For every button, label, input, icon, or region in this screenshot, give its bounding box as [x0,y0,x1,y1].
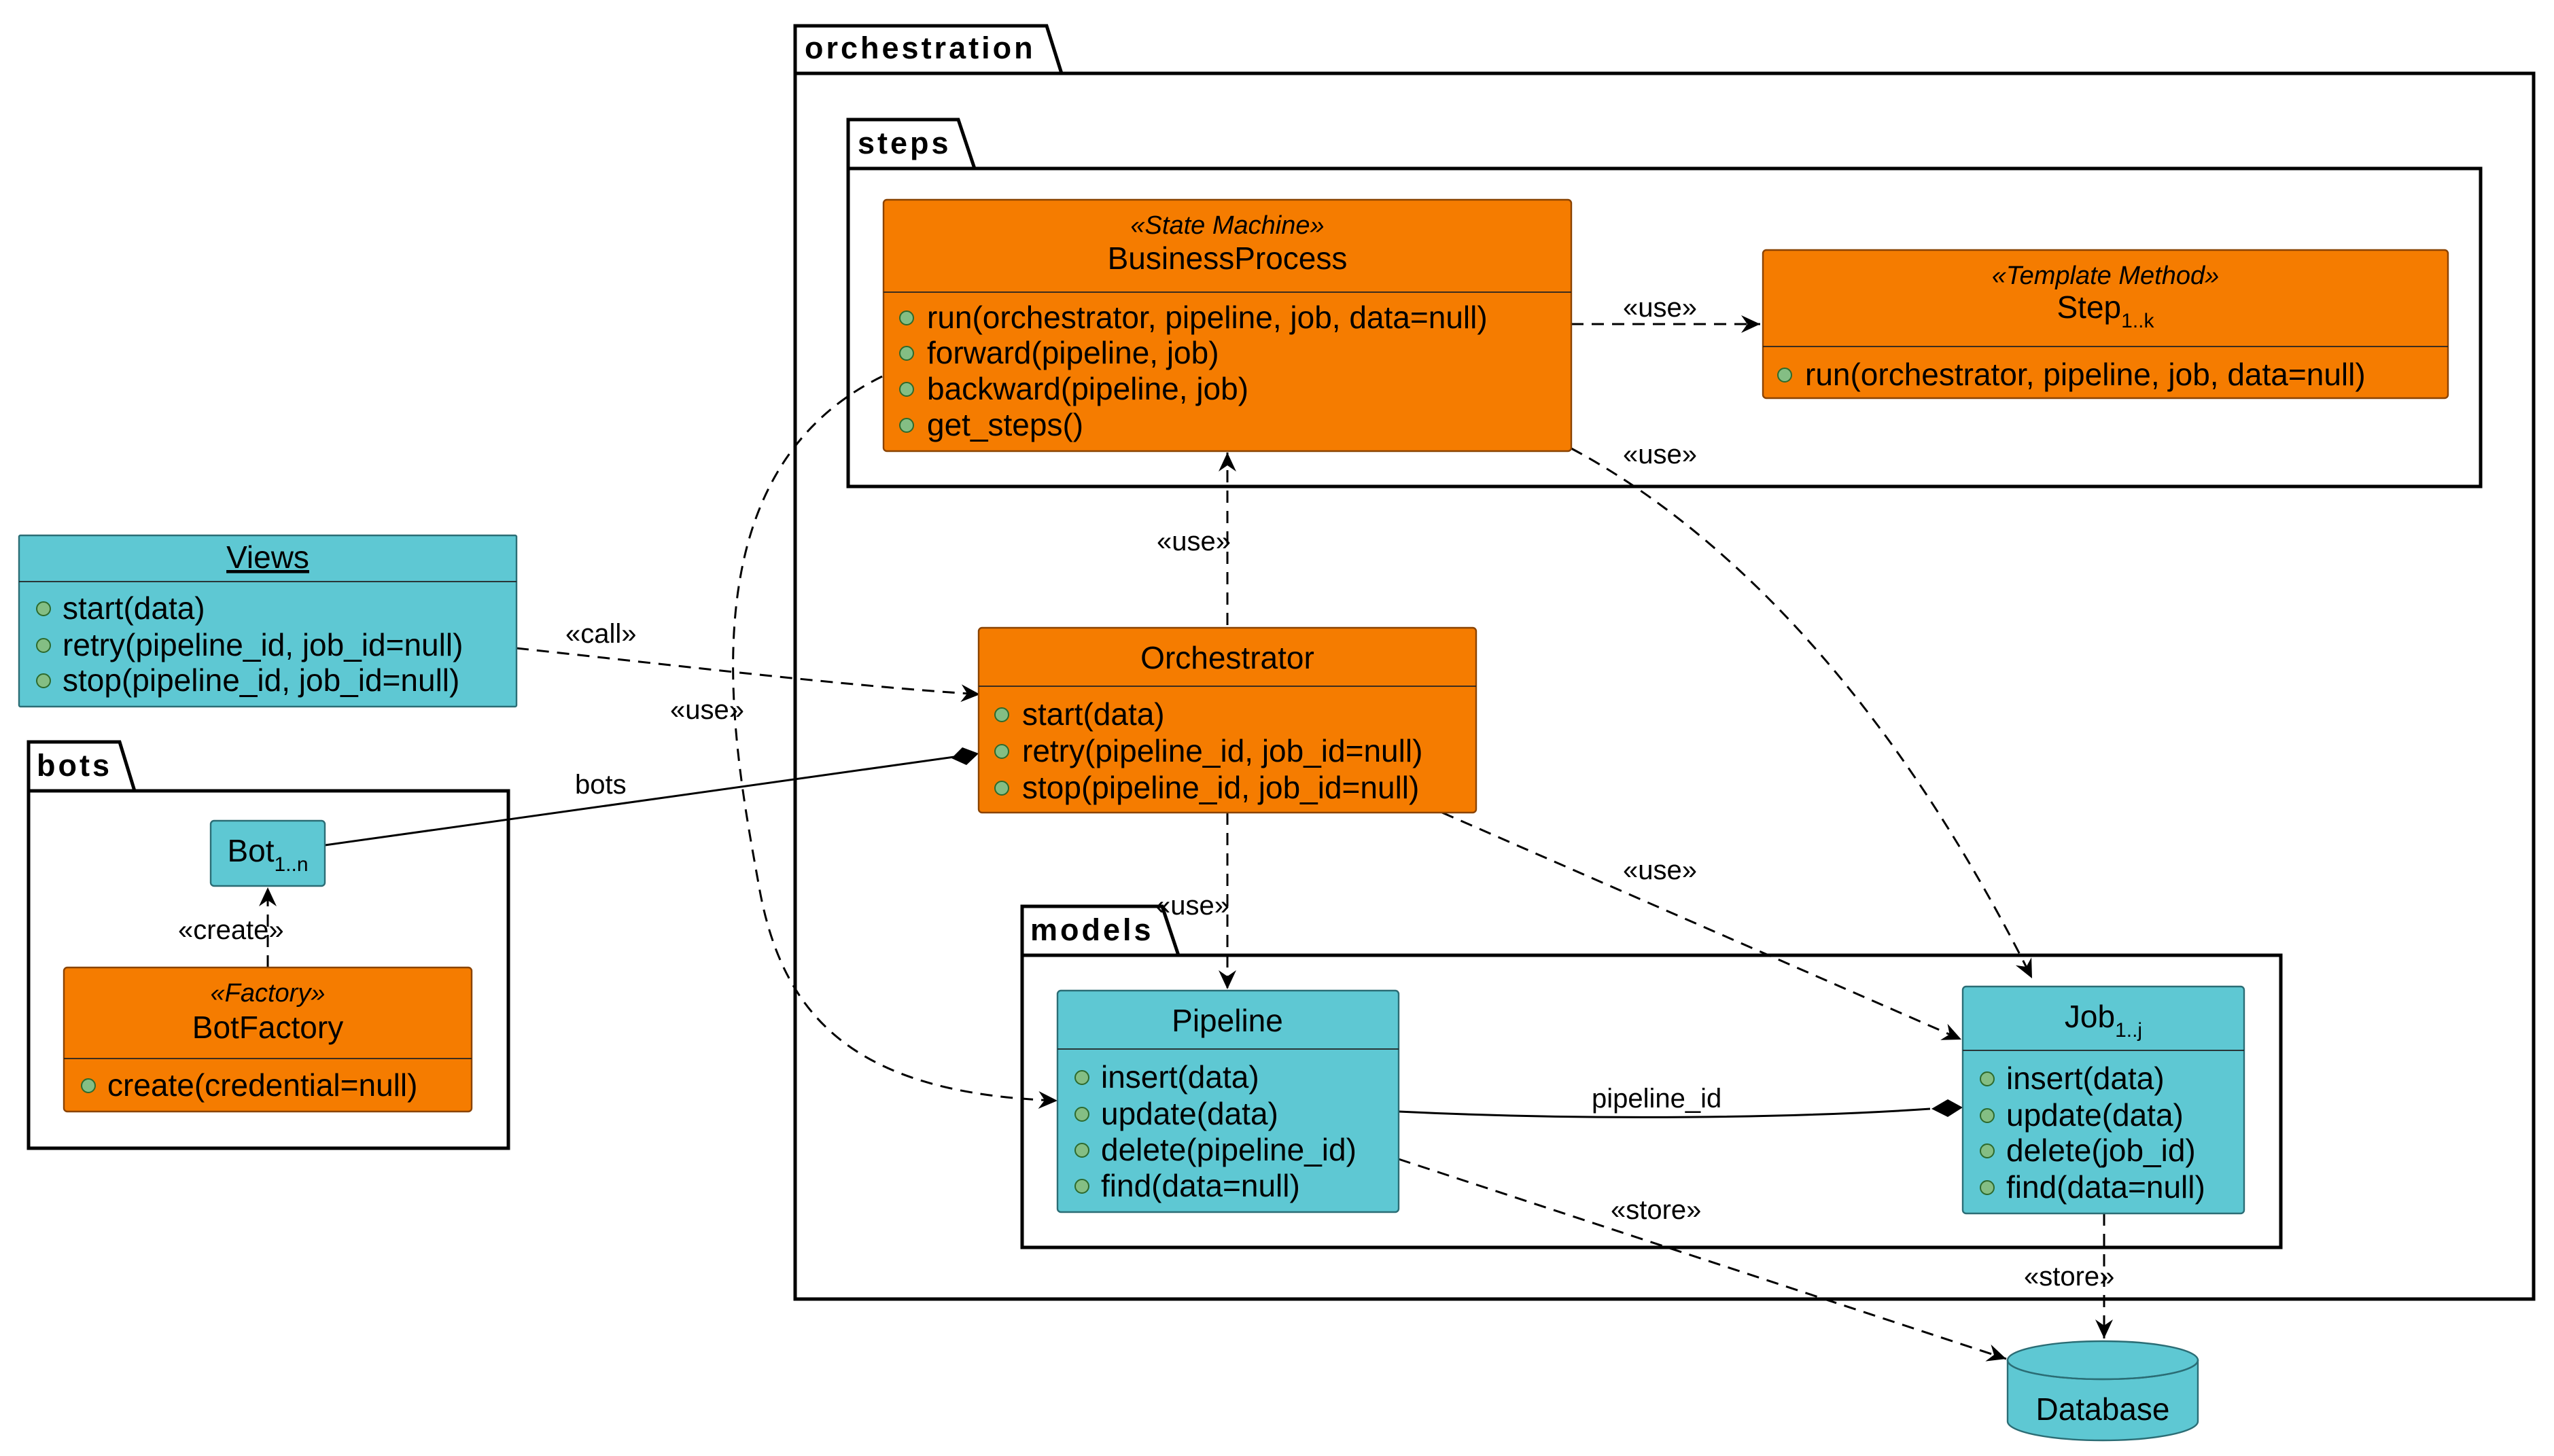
business-process-member: backward(pipeline, job) [927,371,1248,406]
edge-labels: «use» «use» «use» «call» «use» bots «cre… [178,293,2114,1292]
pipeline-member: insert(data) [1101,1059,1259,1095]
bot-factory-member: create(credential=null) [107,1067,417,1103]
public-method-icon [994,707,1009,722]
package-steps-label: steps [858,126,951,160]
public-method-icon [1777,368,1792,383]
public-method-icon [1074,1179,1089,1194]
class-bot[interactable]: Bot1..n [209,819,326,887]
package-models-label: models [1030,912,1154,947]
step-member: run(orchestrator, pipeline, job, data=nu… [1805,357,2366,392]
public-method-icon [1980,1071,1995,1086]
public-method-icon [899,310,914,325]
business-process-member: forward(pipeline, job) [927,335,1219,370]
public-method-icon [1074,1107,1089,1122]
database[interactable]: Database [2006,1340,2199,1442]
public-method-icon [1980,1143,1995,1158]
database-name: Database [2036,1391,2170,1427]
label-pipeline-job: pipeline_id [1592,1084,1721,1114]
views-name: Views [226,539,309,575]
composition-diamond-orchestrator [951,747,979,765]
pipeline-member: update(data) [1101,1096,1278,1131]
edge-bp-pipeline [732,375,1058,1109]
pipeline-name: Pipeline [1172,1003,1283,1038]
business-process-member: run(orchestrator, pipeline, job, data=nu… [927,300,1488,335]
views-member: stop(pipeline_id, job_id=null) [63,662,459,698]
composition-diamond-job [1931,1099,1963,1117]
public-method-icon [81,1078,96,1093]
label-views-orch-call: «call» [565,619,637,649]
business-process-stereotype: «State Machine» [1130,211,1324,240]
orchestrator-member: stop(pipeline_id, job_id=null) [1022,770,1419,805]
class-orchestrator[interactable]: Orchestrator start(data) retry(pipeline_… [977,626,1477,814]
label-orch-pipeline-use: «use» [1155,891,1229,921]
label-orch-bots: bots [575,770,627,800]
views-member: start(data) [63,590,205,626]
class-job[interactable]: Job1..j insert(data) update(data) delete… [1961,985,2245,1215]
public-method-icon [36,638,51,653]
label-bp-job-use: «use» [1623,440,1697,469]
public-method-icon [36,601,51,616]
public-method-icon [1074,1143,1089,1158]
package-orchestration-label: orchestration [805,31,1036,65]
label-pipeline-db-store: «store» [1611,1195,1701,1225]
class-business-process[interactable]: «State Machine» BusinessProcess run(orch… [882,198,1573,452]
job-member: delete(job_id) [2006,1133,2196,1168]
public-method-icon [899,418,914,433]
edges [259,315,2113,1362]
business-process-member: get_steps() [927,407,1083,442]
public-method-icon [899,346,914,361]
public-method-icon [994,744,1009,759]
label-bp-pipeline-use: «use» [670,695,744,725]
edge-views-orch [516,647,981,703]
pipeline-member: find(data=null) [1101,1168,1300,1203]
label-orch-job-use: «use» [1623,855,1697,885]
orchestrator-member: retry(pipeline_id, job_id=null) [1022,733,1422,768]
public-method-icon [36,673,51,688]
views-member: retry(pipeline_id, job_id=null) [63,627,463,662]
edge-bp-job [1571,447,2033,979]
step-name: Step1..k [2057,289,2155,332]
public-method-icon [1074,1070,1089,1085]
job-name: Job1..j [2065,999,2142,1042]
orchestrator-member: start(data) [1022,696,1165,732]
package-bots-label: bots [37,748,112,783]
edge-pipeline-job [1398,1107,1931,1118]
business-process-name: BusinessProcess [1108,241,1348,276]
bot-factory-stereotype: «Factory» [211,979,326,1008]
edge-pipeline-db [1398,1158,2007,1362]
bot-name: Bot1..n [227,833,308,876]
label-orch-bp-use: «use» [1157,527,1231,556]
label-bp-step-use: «use» [1623,293,1697,323]
pipeline-member: delete(pipeline_id) [1101,1132,1357,1167]
job-member: update(data) [2006,1097,2184,1133]
job-member: find(data=null) [2006,1169,2205,1205]
public-method-icon [994,781,1009,796]
class-pipeline[interactable]: Pipeline insert(data) update(data) delet… [1056,989,1400,1213]
orchestrator-name: Orchestrator [1140,640,1314,675]
label-factory-bot-create: «create» [178,915,284,945]
class-step[interactable]: «Template Method» Step1..k run(orchestra… [1762,249,2449,399]
edge-orch-job [1441,811,1962,1041]
job-member: insert(data) [2006,1061,2165,1096]
public-method-icon [1980,1180,1995,1195]
class-bot-factory[interactable]: «Factory» BotFactory create(credential=n… [63,966,473,1113]
label-job-db-store: «store» [2024,1262,2114,1292]
edge-bot-orch [324,756,955,847]
class-views[interactable]: Views start(data) retry(pipeline_id, job… [18,534,518,708]
bot-factory-name: BotFactory [192,1010,343,1045]
step-stereotype: «Template Method» [1992,262,2220,290]
public-method-icon [1980,1108,1995,1123]
public-method-icon [899,382,914,397]
